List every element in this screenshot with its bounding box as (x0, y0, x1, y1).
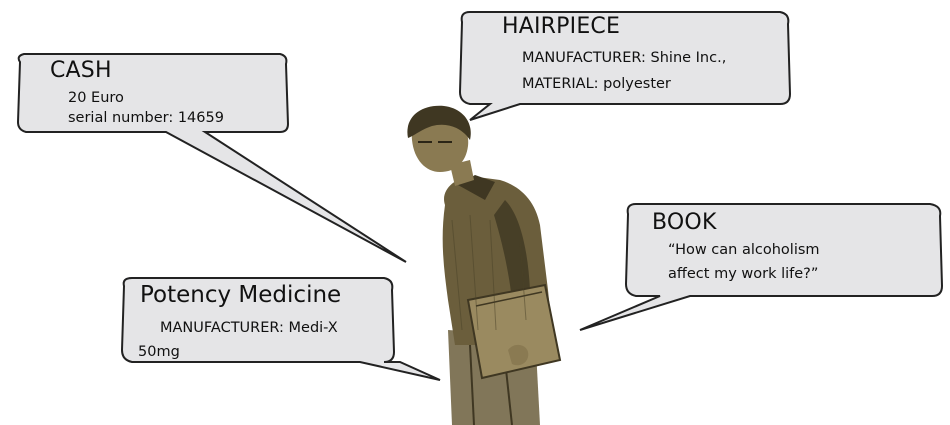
hairpiece-line-1: MANUFACTURER: Shine Inc., (522, 50, 726, 66)
cash-callout-bubble (18, 54, 406, 262)
hairpiece-title: HAIRPIECE (502, 14, 620, 39)
potency-line-2: 50mg (138, 344, 180, 360)
cash-title: CASH (50, 58, 112, 83)
book-line-2: affect my work life?” (668, 266, 818, 282)
book-title: BOOK (652, 210, 717, 235)
cash-line-1: 20 Euro (68, 90, 124, 106)
book-line-1: “How can alcoholism (668, 242, 820, 258)
cash-line-2: serial number: 14659 (68, 110, 224, 126)
hairpiece-line-2: MATERIAL: polyester (522, 76, 671, 92)
potency-line-1: MANUFACTURER: Medi-X (160, 320, 338, 336)
potency-title: Potency Medicine (140, 282, 341, 308)
